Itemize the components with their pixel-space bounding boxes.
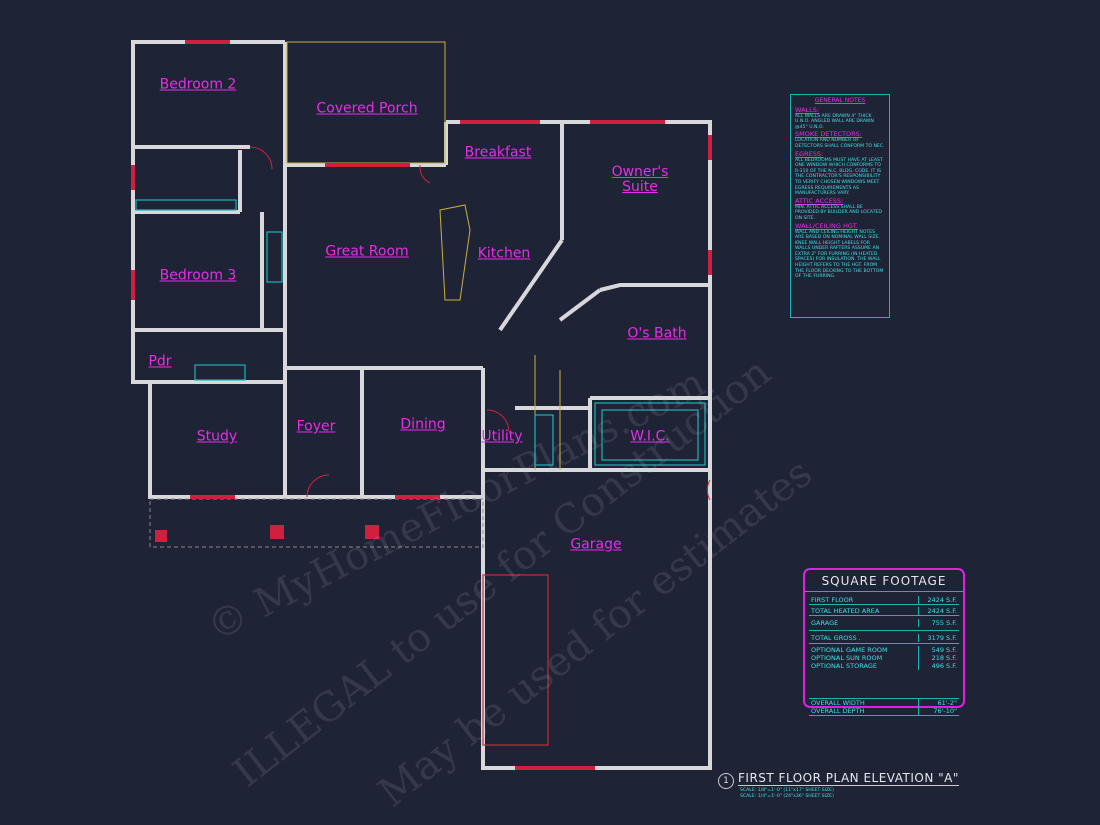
sqft-label: OPTIONAL GAME ROOM: [811, 646, 888, 654]
sqft-label: FIRST FLOOR: [811, 596, 854, 604]
scale-note-2: SCALE: 1/4"=1'-0" (24"x36" SHEET SIZE): [740, 794, 834, 799]
sqft-label: GARAGE: [811, 619, 839, 627]
square-footage-title: SQUARE FOOTAGE: [805, 570, 963, 592]
room-kitchen: Kitchen: [477, 245, 531, 262]
sqft-value: 3179 S.F.: [918, 634, 959, 642]
sqft-label: OPTIONAL SUN ROOM: [811, 654, 883, 662]
room-dining: Dining: [400, 416, 446, 433]
room-powder: Pdr: [148, 353, 172, 370]
note-heading: SMOKE DETECTORS:: [795, 130, 862, 139]
owners-suite-line1: Owner's: [611, 164, 669, 180]
room-utility: Utility: [481, 428, 523, 445]
scale-note-1: SCALE: 1/8"=1'-0" (11"x17" SHEET SIZE): [740, 788, 834, 793]
general-notes-title: GENERAL NOTES: [814, 97, 866, 104]
sqft-row: OPTIONAL SUN ROOM 218 S.F.: [809, 654, 959, 662]
room-bedroom-3: Bedroom 3: [159, 267, 237, 284]
sqft-value: 496 S.F.: [918, 662, 959, 670]
room-bedroom-2: Bedroom 2: [159, 76, 237, 93]
sqft-value: 2424 S.F.: [918, 596, 959, 604]
room-wic: W.I.C.: [630, 428, 670, 445]
sqft-row: TOTAL HEATED AREA 2424 S.F.: [809, 605, 959, 616]
note-text: ALL BEDROOMS MUST HAVE AT LEAST ONE WIND…: [795, 157, 883, 197]
fixtures: [135, 199, 706, 466]
sqft-optional-group: OPTIONAL GAME ROOM 549 S.F. OPTIONAL SUN …: [809, 644, 959, 699]
front-porch: [149, 498, 484, 548]
sqft-label: OVERALL DEPTH: [811, 707, 865, 715]
sqft-value: 76'-10": [918, 707, 959, 715]
room-great-room: Great Room: [325, 243, 409, 260]
owners-suite-line2: Suite: [622, 179, 658, 195]
sqft-label: OPTIONAL STORAGE: [811, 662, 877, 670]
note-heading: EGRESS:: [795, 149, 824, 158]
note-heading: WALL/CEILING HGT.: [795, 221, 858, 230]
sqft-row: OVERALL WIDTH 61'-2": [809, 699, 959, 707]
note-heading: WALLS:: [795, 105, 820, 114]
sqft-overall-group: OVERALL WIDTH 61'-2" OVERALL DEPTH 76'-10": [809, 699, 959, 716]
sqft-row: OPTIONAL GAME ROOM 549 S.F.: [809, 646, 959, 654]
sqft-row: OVERALL DEPTH 76'-10": [809, 707, 959, 715]
door-swings: [249, 146, 711, 501]
note-text: LOCATION AND NUMBER OF DETECTORS SHALL C…: [795, 138, 885, 149]
sqft-value: 218 S.F.: [918, 654, 959, 662]
square-footage-table: SQUARE FOOTAGE FIRST FLOOR 2424 S.F. TOTA…: [803, 568, 965, 716]
room-owners-bath: O's Bath: [627, 325, 687, 342]
sqft-row: GARAGE 755 S.F.: [809, 616, 959, 631]
sqft-row: TOTAL GROSS . 3179 S.F.: [809, 631, 959, 644]
windows: [131, 40, 712, 770]
room-covered-porch: Covered Porch: [316, 100, 418, 117]
sqft-value: 2424 S.F.: [918, 607, 959, 615]
sqft-value: 549 S.F.: [918, 646, 959, 654]
walls: [131, 40, 712, 770]
sqft-value: 755 S.F.: [918, 619, 959, 627]
garage-parking-outline: [482, 574, 549, 746]
drawing-title: FIRST FLOOR PLAN ELEVATION "A": [738, 771, 959, 786]
room-foyer: Foyer: [296, 418, 336, 435]
room-study: Study: [196, 428, 238, 445]
sqft-label: OVERALL WIDTH: [811, 699, 865, 707]
sqft-value: 61'-2": [918, 699, 959, 707]
room-garage: Garage: [570, 536, 622, 553]
note-text: MIN. ATTIC ACCESS SHALL BE PROVIDED BY B…: [795, 204, 882, 221]
sqft-label: TOTAL HEATED AREA: [811, 607, 880, 615]
sqft-row: OPTIONAL STORAGE 496 S.F.: [809, 662, 959, 670]
general-notes-panel: GENERAL NOTES WALLS: ALL WALLS ARE DRAWN…: [790, 94, 890, 318]
room-breakfast: Breakfast: [464, 144, 532, 161]
sqft-label: TOTAL GROSS .: [811, 634, 861, 642]
sqft-row: FIRST FLOOR 2424 S.F.: [809, 596, 959, 605]
note-text: ALL WALLS ARE DRAWN 4" THICK U.N.O. ANGL…: [795, 113, 874, 130]
drawing-number: 1: [718, 773, 734, 789]
note-heading: ATTIC ACCESS:: [795, 196, 844, 205]
note-text: WALL AND CEILING HEIGHT NOTES ARE BASED …: [795, 229, 884, 280]
